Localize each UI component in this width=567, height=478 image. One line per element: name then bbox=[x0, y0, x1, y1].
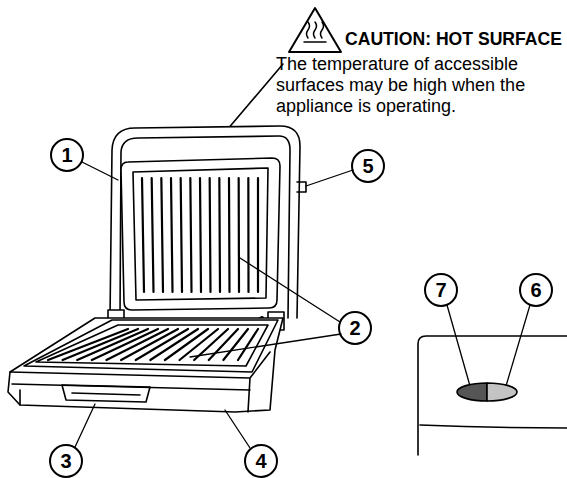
caution-heading: CAUTION: HOT SURFACE bbox=[345, 28, 562, 50]
grill-ribs bbox=[48, 329, 258, 360]
rib bbox=[136, 329, 188, 360]
rib bbox=[142, 178, 144, 292]
callout-number: 5 bbox=[353, 156, 383, 176]
rib bbox=[121, 329, 178, 360]
indicator-light bbox=[487, 383, 517, 401]
leader-lines bbox=[75, 162, 530, 448]
rib bbox=[228, 178, 231, 292]
callout-number: 3 bbox=[51, 451, 81, 471]
rib bbox=[161, 178, 163, 292]
upper-plate bbox=[121, 158, 280, 310]
caution-note: The temperature of accessible surfaces m… bbox=[276, 54, 561, 117]
rib bbox=[238, 178, 241, 292]
lid-frame bbox=[110, 126, 300, 318]
rib bbox=[152, 178, 154, 292]
rib bbox=[247, 178, 249, 292]
drip-tray bbox=[62, 385, 150, 402]
rib bbox=[257, 178, 259, 292]
rib bbox=[209, 329, 238, 360]
rib bbox=[190, 178, 191, 292]
knob bbox=[297, 182, 306, 192]
inset-panel bbox=[418, 336, 567, 455]
rib bbox=[200, 178, 201, 292]
callout-number: 4 bbox=[246, 451, 276, 471]
warning-triangle bbox=[289, 8, 341, 52]
lower-plate bbox=[24, 320, 278, 372]
rib bbox=[223, 329, 248, 360]
indicator-light bbox=[457, 383, 487, 401]
callout-number: 6 bbox=[521, 280, 551, 300]
rib bbox=[150, 329, 198, 360]
callout-number: 2 bbox=[340, 318, 370, 338]
rib bbox=[181, 178, 182, 292]
callout-number: 7 bbox=[426, 280, 456, 300]
rib bbox=[171, 178, 173, 292]
base-housing bbox=[8, 318, 283, 412]
heat-symbol bbox=[304, 22, 326, 42]
grill-ribs bbox=[142, 178, 258, 292]
rib bbox=[209, 178, 212, 292]
rib bbox=[218, 178, 221, 292]
callout-number: 1 bbox=[52, 145, 82, 165]
rib bbox=[238, 329, 258, 360]
